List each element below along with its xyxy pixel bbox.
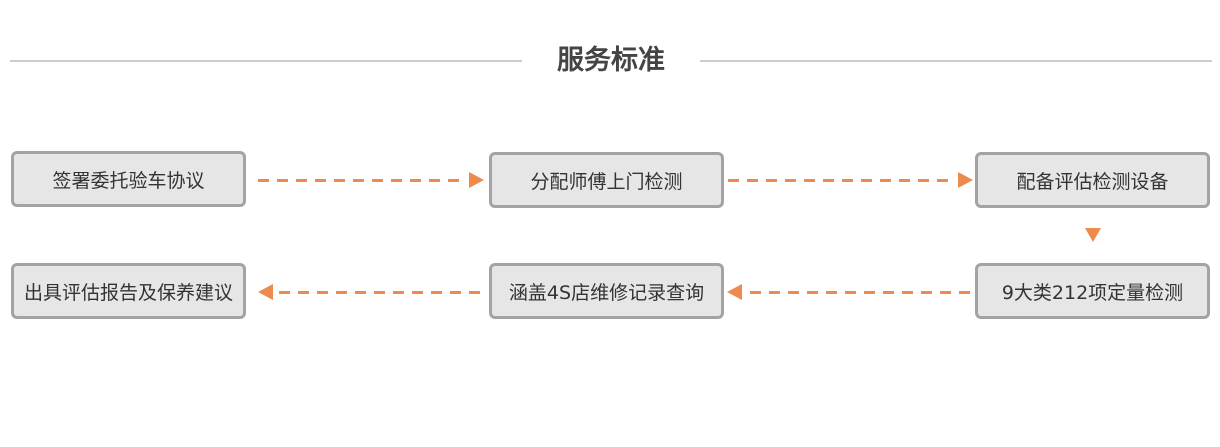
title-divider-right	[700, 60, 1212, 62]
step-label: 9大类212项定量检测	[1001, 281, 1184, 304]
arrow-head-left-icon	[258, 284, 273, 300]
step-box-5: 涵盖4S店维修记录查询	[489, 263, 724, 319]
step-box-3: 配备评估检测设备	[975, 152, 1210, 208]
step-box-6: 出具评估报告及保养建议	[11, 263, 246, 319]
section-title: 服务标准	[557, 45, 665, 76]
step-label: 涵盖4S店维修记录查询	[508, 281, 705, 304]
title-divider-left	[10, 60, 522, 62]
step-label: 出具评估报告及保养建议	[23, 281, 233, 304]
step-box-2: 分配师傅上门检测	[489, 152, 724, 208]
arrow-dashed-line	[728, 179, 956, 182]
step-box-4: 9大类212项定量检测	[975, 263, 1210, 319]
arrow-dashed-line	[258, 179, 466, 182]
step-label: 签署委托验车协议	[52, 169, 205, 192]
arrow-dashed-line	[276, 291, 480, 294]
step-box-1: 签署委托验车协议	[11, 151, 246, 207]
arrow-head-left-icon	[727, 284, 742, 300]
step-label: 配备评估检测设备	[1016, 170, 1169, 193]
arrow-head-right-icon	[469, 172, 484, 188]
arrow-head-right-icon	[958, 172, 973, 188]
arrow-dashed-line	[746, 291, 970, 294]
step-label: 分配师傅上门检测	[530, 170, 683, 193]
arrow-head-down-icon	[1085, 228, 1101, 242]
